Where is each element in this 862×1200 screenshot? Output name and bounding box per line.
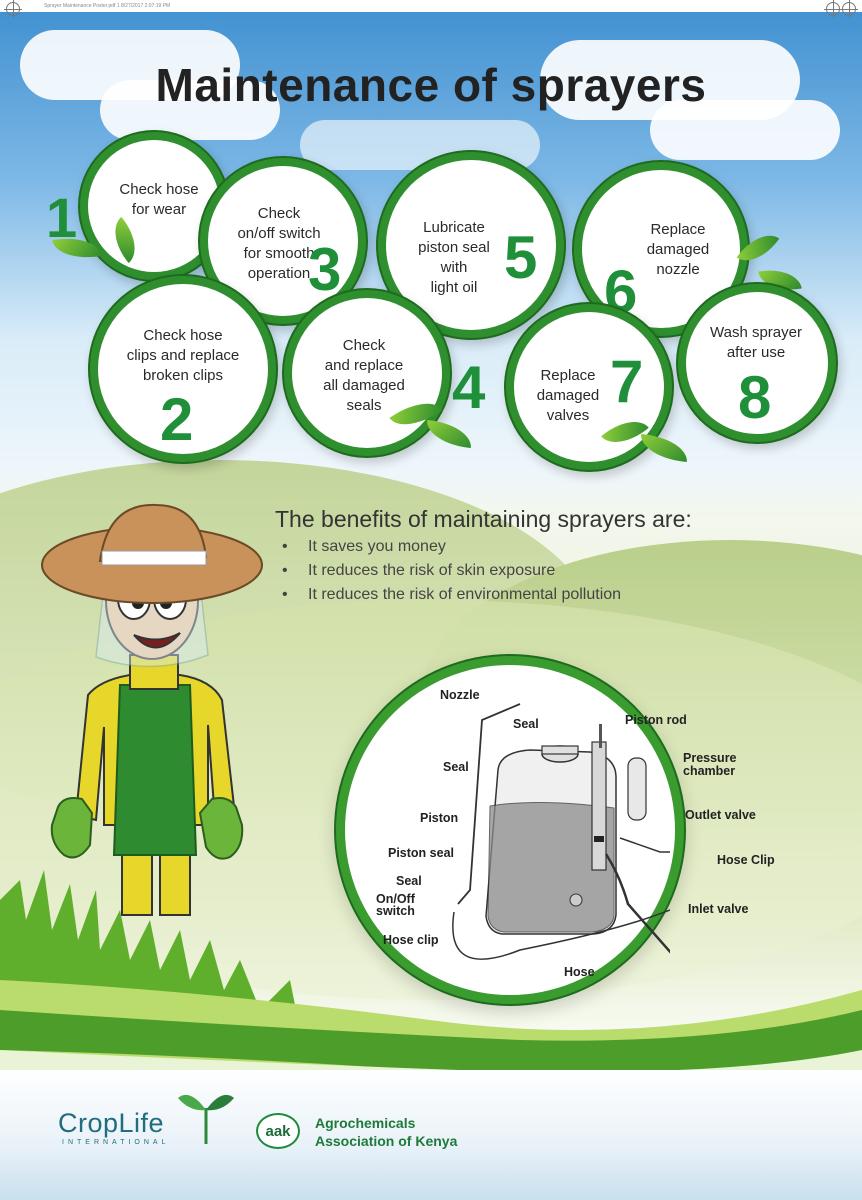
sprayer-diagram [452, 703, 670, 960]
leaf-icon [736, 224, 780, 272]
label-nozzle: Nozzle [440, 688, 480, 702]
print-file-info: Sprayer Maintenance Poster.pdf 1 8/27/20… [44, 3, 171, 9]
label-piston: Piston [420, 811, 459, 825]
footer-band [0, 1070, 862, 1200]
label-inlet-valve: Inlet valve [688, 902, 749, 916]
farmer-illustration [41, 503, 263, 916]
page-title: Maintenance of sprayers [155, 59, 707, 111]
label-outlet-valve: Outlet valve [685, 808, 756, 822]
step-2-number: 2 [160, 386, 194, 453]
step-4-text: Check and replace all damaged seals [323, 337, 405, 414]
step-1-text: Check hose for wear [119, 181, 199, 218]
aak-name-text: Agrochemicals Association of Kenya [315, 1115, 458, 1149]
step-2-circle [98, 284, 268, 454]
croplife-sprout-icon [178, 1094, 234, 1144]
step-2-text: Check hose clips and replace broken clip… [126, 327, 240, 384]
croplife-logo-text: CropLife [58, 1108, 165, 1138]
registration-mark-icon [824, 0, 842, 18]
cloud [650, 100, 840, 160]
cloud [100, 80, 280, 140]
label-seal-top: Seal [513, 717, 539, 731]
benefit-item: •It reduces the risk of skin exposure [282, 562, 556, 579]
registration-mark-icon [4, 0, 22, 18]
label-piston-rod: Piston rod [625, 713, 687, 727]
registration-mark-icon [840, 0, 858, 18]
step-8-text: Wash sprayer after use [710, 324, 802, 361]
label-hose: Hose [564, 965, 595, 979]
label-seal-bottom: Seal [396, 874, 422, 888]
step-1-circle [88, 140, 220, 272]
step-5-text: Lubricate piston seal with light oil [418, 219, 490, 296]
step-5-number: 5 [504, 224, 538, 291]
label-hose-clip-right: Hose Clip [717, 853, 775, 867]
benefit-item: •It saves you money [282, 538, 446, 555]
step-4-circle [292, 298, 442, 448]
step-6-text: Replace damaged nozzle [646, 221, 710, 278]
step-5-circle [386, 160, 556, 330]
benefit-text: It saves you money [308, 538, 446, 555]
label-seal-left: Seal [443, 760, 469, 774]
step-7-text: Replace damaged valves [536, 367, 600, 424]
step-3-number: 3 [308, 236, 342, 303]
step-7-number: 7 [610, 348, 644, 415]
step-6-circle [582, 170, 740, 328]
label-hose-clip-left: Hose clip [383, 933, 439, 947]
step-8-number: 8 [738, 364, 772, 431]
step-8-circle [686, 292, 828, 434]
leaf-icon [425, 420, 473, 448]
benefits-title: The benefits of maintaining sprayers are… [275, 506, 692, 532]
print-header: Sprayer Maintenance Poster.pdf 1 8/27/20… [0, 0, 862, 12]
croplife-logo-subtext: INTERNATIONAL [62, 1139, 170, 1146]
aak-abbr: aak [265, 1122, 291, 1140]
step-3-circle [208, 166, 358, 316]
step-4-number: 4 [452, 354, 486, 421]
step-1-number: 1 [46, 186, 78, 249]
benefit-item: •It reduces the risk of environmental po… [282, 586, 622, 603]
aak-logo-badge: aak [256, 1113, 300, 1149]
benefit-text: It reduces the risk of skin exposure [308, 562, 556, 579]
label-piston-seal: Piston seal [388, 846, 454, 860]
step-6-number: 6 [604, 258, 638, 325]
label-onoff-switch: On/Off switch [376, 892, 415, 918]
step-7-circle [514, 312, 664, 462]
benefit-text: It reduces the risk of environmental pol… [308, 586, 622, 603]
label-pressure-chamber: Pressure chamber [683, 751, 737, 778]
cloud [300, 120, 540, 170]
leaf-icon [758, 264, 802, 296]
step-3-text: Check on/off switch for smooth operation [237, 205, 321, 282]
leaf-icon [639, 433, 689, 463]
